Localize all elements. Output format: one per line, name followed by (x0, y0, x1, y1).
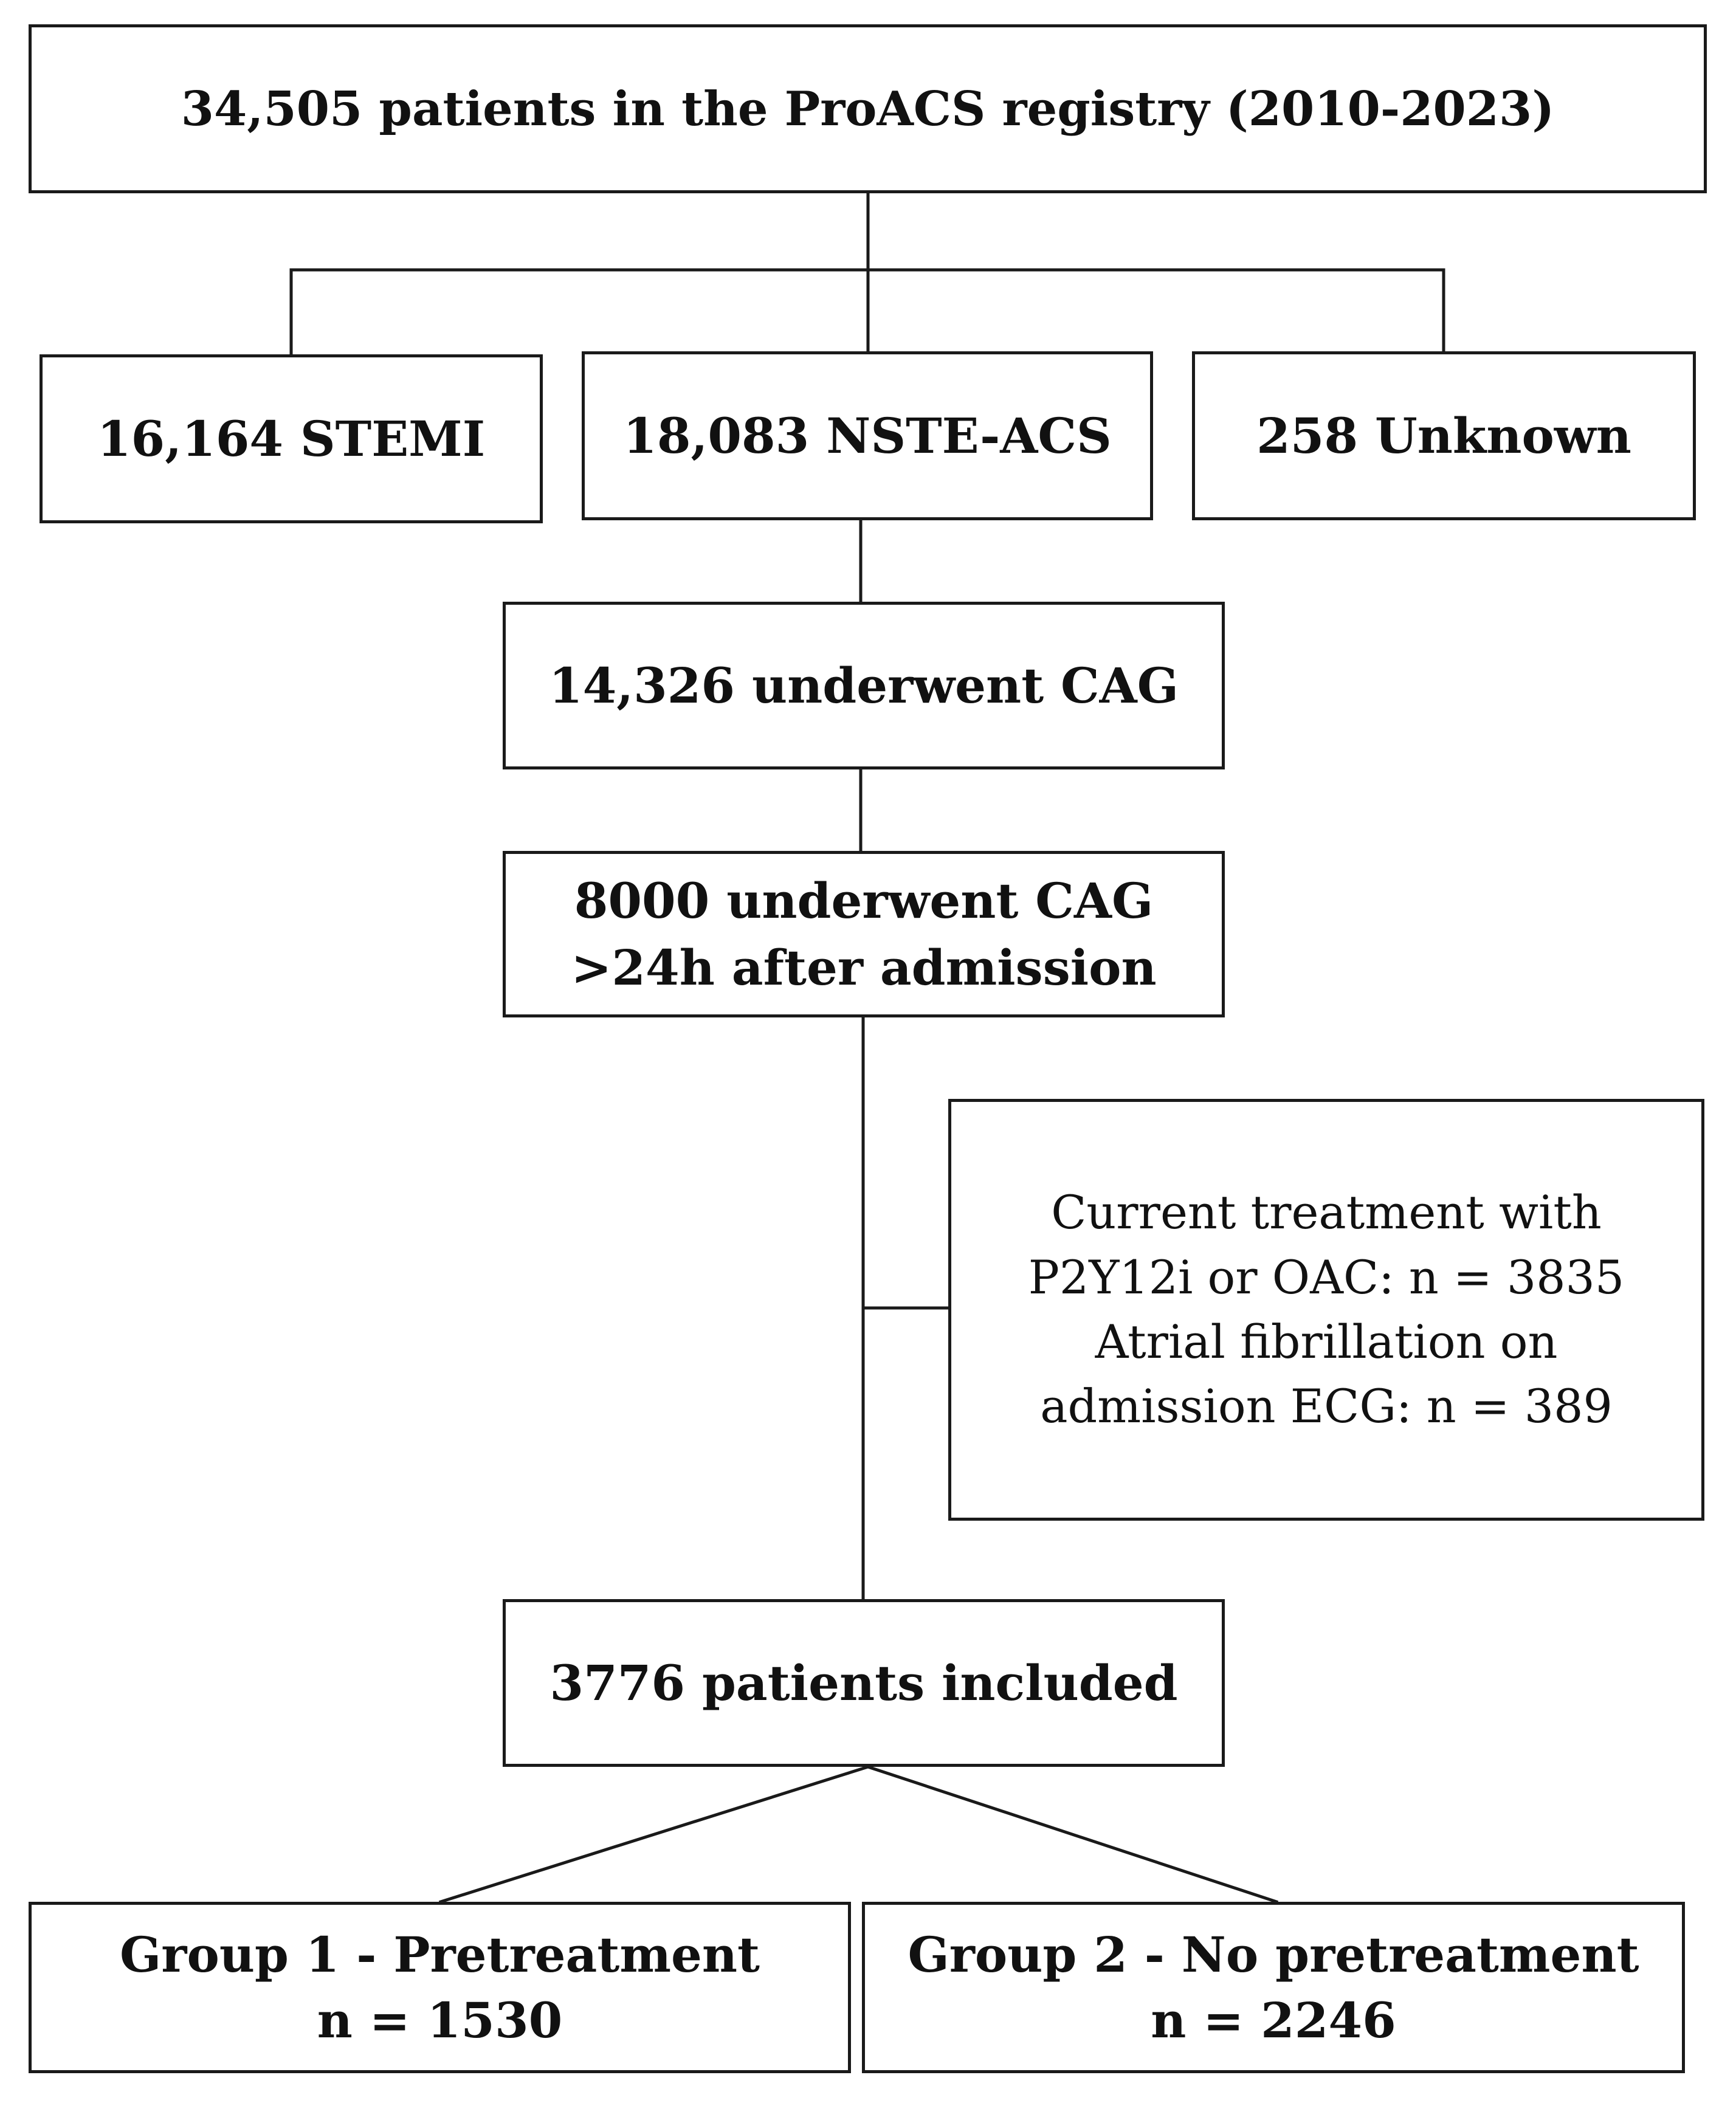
exclusion-line2: P2Y12i or OAC: n = 3835 (1028, 1250, 1625, 1304)
stemi-box: 16,164 STEMI (40, 354, 543, 523)
connector-to-group2 (866, 1764, 1279, 1904)
cag-late-line2: >24h after admission (571, 939, 1157, 996)
exclusion-line3: Atrial fibrillation on (1095, 1315, 1558, 1369)
exclusion-line1: Current treatment with (1051, 1185, 1602, 1240)
registry-box: 34,505 patients in the ProACS registry (… (29, 24, 1707, 193)
included-box: 3776 patients included (503, 1599, 1225, 1767)
included-label: 3776 patients included (549, 1654, 1178, 1712)
connector-to-group1 (438, 1764, 870, 1904)
exclusion-box: Current treatment with P2Y12i or OAC: n … (948, 1099, 1704, 1521)
group1-title: Group 1 - Pretreatment (119, 1926, 760, 1983)
cag-box: 14,326 underwent CAG (503, 602, 1225, 769)
nste-acs-label: 18,083 NSTE-ACS (623, 407, 1112, 464)
registry-label: 34,505 patients in the ProACS registry (… (181, 81, 1555, 137)
group1-n: n = 1530 (317, 1992, 563, 2049)
group2-title: Group 2 - No pretreatment (908, 1926, 1639, 1983)
cag-late-line1: 8000 underwent CAG (574, 872, 1154, 929)
exclusion-line4: admission ECG: n = 389 (1040, 1379, 1613, 1434)
unknown-label: 258 Unknown (1256, 407, 1631, 464)
stemi-label: 16,164 STEMI (97, 410, 486, 467)
group1-box: Group 1 - Pretreatment n = 1530 (29, 1902, 851, 2073)
cag-label: 14,326 underwent CAG (548, 657, 1179, 714)
nste-acs-box: 18,083 NSTE-ACS (582, 351, 1153, 520)
cag-late-box: 8000 underwent CAG >24h after admission (503, 851, 1225, 1017)
group2-box: Group 2 - No pretreatment n = 2246 (862, 1902, 1685, 2073)
group2-n: n = 2246 (1151, 1992, 1396, 2049)
unknown-box: 258 Unknown (1192, 351, 1696, 520)
